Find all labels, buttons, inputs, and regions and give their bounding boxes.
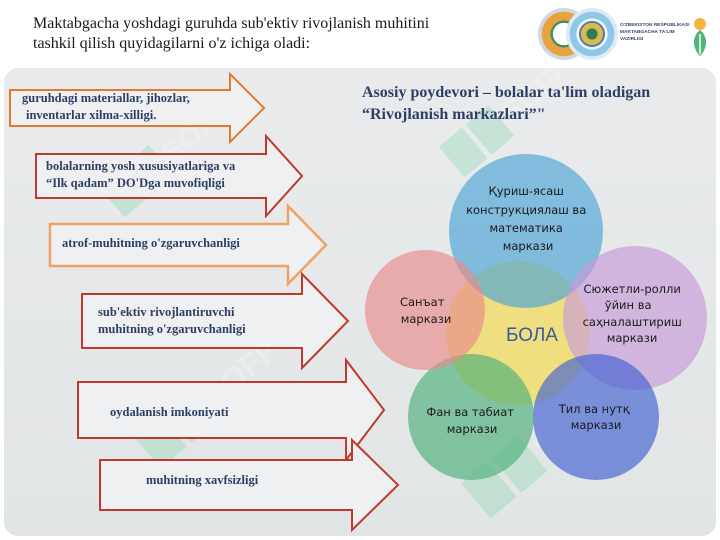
arrow-label: bolalarning yosh xususiyatlariga va	[46, 159, 236, 173]
state-emblem-logo	[566, 8, 618, 60]
circle-construction-math	[449, 154, 603, 308]
circle-role-play	[563, 246, 707, 390]
circle-language	[533, 354, 659, 480]
ministry-logo-icon	[694, 18, 706, 56]
arrow-item-safety: muhitning xavfsizligi	[98, 437, 402, 533]
arrow-item-accessibility: oydalanish imkoniyati	[76, 357, 388, 463]
circle-label-language: Тил ва нутқ маркази	[558, 402, 634, 432]
header-logos: O'ZBEKISTON RESPUBLIKASI MAKTABGACHA TA'…	[538, 6, 716, 62]
slide-title-line-2: tashkil qilish quyidagilarni o'z ichiga …	[33, 35, 311, 52]
centers-heading: Asosiy poydevori – bolalar ta'lim oladig…	[362, 82, 702, 126]
arrow-label: atrof-muhitning o'zgaruvchanligi	[62, 236, 240, 250]
circle-science-nature	[408, 354, 534, 480]
arrow-item-materials: guruhdagi materiallar, jihozlar, inventa…	[8, 71, 268, 145]
arrow-label: sub'ektiv rivojlantiruvchi	[98, 305, 235, 319]
emblem-icon	[579, 21, 605, 47]
circle-art	[365, 250, 485, 370]
arrow-label: oydalanish imkoniyati	[110, 405, 229, 419]
centers-heading-line-1: Asosiy poydevori – bolalar ta'lim oladig…	[362, 84, 651, 101]
arrow-label: muhitning xavfsizligi	[146, 473, 259, 487]
arrow-label: muhitning o'zgaruvchanligi	[98, 322, 246, 336]
circle-label-construction-math: Қуриш-ясаш конструкциялаш ва математика …	[466, 184, 590, 253]
arrow-item-variability: atrof-muhitning o'zgaruvchanligi	[48, 202, 330, 288]
arrow-label: guruhdagi materiallar, jihozlar,	[22, 91, 190, 105]
center-label: БОЛА	[506, 325, 558, 346]
arrow-label: “Ilk qadam” DO'Dga muvofiqligi	[46, 176, 225, 190]
centers-heading-line-2: “Rivojlanish markazlari”"	[362, 106, 546, 123]
circle-label-role-play: Сюжетли-ролли ўйин ва саҳналаштириш марк…	[583, 282, 686, 345]
slide-title: Maktabgacha yoshdagi guruhda sub'ektiv r…	[33, 14, 503, 54]
arrow-item-developing-env: sub'ektiv rivojlantiruvchi muhitning o'z…	[80, 271, 352, 371]
arrow-label: inventarlar xilma-xilligi.	[26, 108, 157, 122]
circle-label-science-nature: Фан ва табиат маркази	[426, 405, 517, 436]
circle-label-art: Санъат маркази	[400, 295, 451, 326]
arrow-item-age-conformity: bolalarning yosh xususiyatlariga va “Ilk…	[34, 133, 306, 219]
ministry-name: O'ZBEKISTON RESPUBLIKASI MAKTABGACHA TA'…	[620, 23, 690, 42]
slide-title-line-1: Maktabgacha yoshdagi guruhda sub'ektiv r…	[33, 15, 430, 32]
development-centers-diagram: БОЛА Қуриш-ясаш конструкциялаш ва матема…	[365, 154, 707, 480]
